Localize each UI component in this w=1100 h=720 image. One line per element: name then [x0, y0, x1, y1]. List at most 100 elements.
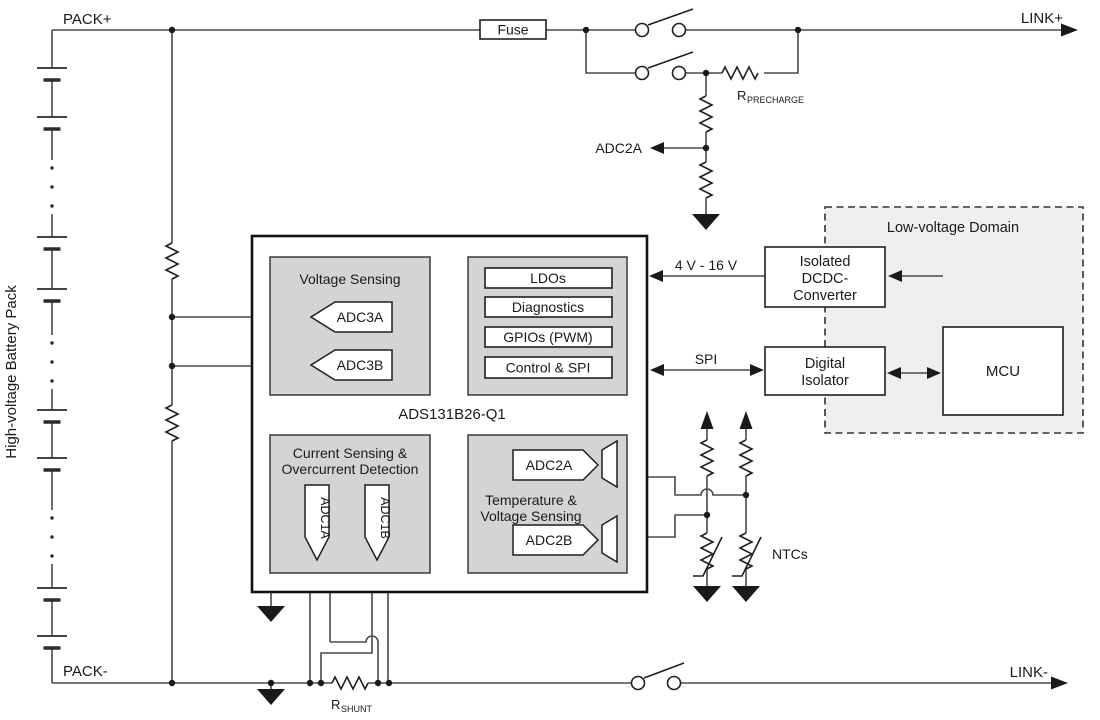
switch-contact [634, 22, 650, 38]
adc2b-shape [512, 524, 600, 556]
shunt-resistor [331, 675, 369, 691]
diagnostics-box [484, 296, 613, 318]
wire-shunt-sense1-hop [330, 635, 379, 683]
ntc-pullup-resistor-1 [699, 439, 715, 477]
precharge-resistor [721, 65, 759, 81]
wire-ntc-b [647, 514, 707, 538]
dcdc-converter-box [764, 246, 886, 308]
isolator-label-1: Digital [805, 356, 845, 372]
ntc-thermistor-1 [699, 532, 715, 570]
chip-name: ADS131B26-Q1 [398, 406, 506, 423]
adc3a-shape [309, 301, 393, 333]
gpios-box [484, 326, 613, 348]
fuse-label: Fuse [497, 22, 528, 38]
adc1a-shape [304, 484, 330, 562]
spi-bus-label: SPI [695, 351, 718, 367]
ground-icon [693, 586, 721, 602]
pack-minus-terminal: PACK- [63, 663, 108, 680]
precharge-resistor-sub: PRECHARGE [747, 95, 804, 105]
dcdc-label-2: DCDC- [802, 271, 849, 287]
gpios-label: GPIOs (PWM) [503, 329, 592, 345]
divider-resistor-bottom [164, 404, 180, 442]
spi-arrow-left-icon [650, 364, 664, 376]
dcdc-input-arrow-icon [888, 270, 902, 282]
current-sensing-title1: Current Sensing & [293, 445, 408, 461]
link-minus-arrow-icon [1051, 676, 1068, 690]
sense-divider-resistor-top [698, 95, 714, 133]
spi-arrow-right-icon [750, 364, 764, 376]
ldos-label: LDOs [530, 270, 566, 286]
diagnostics-label: Diagnostics [512, 299, 584, 315]
adc2a-tap-arrow-icon [650, 142, 664, 154]
negative-contactor-switch [630, 662, 685, 691]
adc1b-shape [364, 484, 390, 562]
shunt-resistor-label: R [331, 697, 340, 712]
power-rail-label: 4 V - 16 V [675, 257, 738, 273]
switch-contact [634, 65, 650, 81]
mux-shape [601, 514, 618, 564]
ntc-pullup-resistor-2 [738, 439, 754, 477]
iso-mcu-arrow-right-icon [927, 367, 941, 379]
ntc-thermistor-2 [738, 532, 754, 570]
arrowheads [649, 23, 1078, 690]
switch-blade [643, 662, 685, 679]
isolator-label-2: Isolator [801, 373, 849, 389]
divider-resistor-top [164, 242, 180, 280]
switch-contact [666, 675, 682, 691]
mcu-label: MCU [986, 363, 1020, 380]
mcu-box [942, 326, 1064, 416]
wire-shunt-sense2 [320, 592, 373, 683]
ntc-strike-2 [732, 536, 762, 577]
pack-plus-terminal: PACK+ [63, 11, 112, 28]
ground-icon [692, 214, 720, 230]
wires [51, 29, 1062, 689]
shunt-resistor-sub: SHUNT [341, 704, 373, 714]
dcdc-label-3: Converter [793, 288, 857, 304]
precharge-resistor-label: R [737, 88, 746, 103]
voltage-sensing-title: Voltage Sensing [299, 271, 400, 287]
ntc-strike-1 [693, 536, 723, 577]
switch-contact [671, 22, 687, 38]
ldos-box [484, 267, 613, 289]
ntc-up-arrow-icon [700, 411, 714, 429]
digital-isolator-box [764, 346, 886, 396]
battery-cell-short-plates [43, 78, 61, 650]
ground-icon [732, 586, 760, 602]
link-plus-arrow-icon [1061, 23, 1078, 37]
adc2a-shape [512, 449, 600, 481]
adc3b-shape [309, 349, 393, 381]
current-sensing-title2: Overcurrent Detection [282, 461, 419, 477]
adc1a-label: ADC1A [318, 497, 332, 539]
link-plus-terminal: LINK+ [1021, 10, 1063, 27]
wire-ntc-a [647, 476, 746, 496]
adc2b-label: ADC2B [526, 532, 573, 548]
adc3a-label: ADC3A [337, 309, 384, 325]
adc3b-label: ADC3B [337, 357, 384, 373]
temp-sensing-title2: Voltage Sensing [480, 508, 581, 524]
dcdc-label-1: Isolated [800, 254, 851, 270]
temp-sensing-title1: Temperature & [485, 492, 577, 508]
ground-icon [257, 606, 285, 622]
iso-mcu-arrow-left-icon [887, 367, 901, 379]
switch-blade [647, 51, 694, 69]
control-spi-box [484, 356, 613, 379]
battery-pack-label: High-voltage Battery Pack [3, 285, 20, 459]
switch-contact [630, 675, 646, 691]
battery-cell-long-plates [37, 67, 67, 637]
link-minus-terminal: LINK- [1010, 664, 1048, 681]
switch-blade [647, 8, 694, 26]
junction-dots [168, 26, 802, 687]
sense-divider-resistor-bottom [698, 161, 714, 199]
adc2a-tap-label: ADC2A [595, 140, 642, 156]
power-arrow-icon [649, 270, 663, 282]
switch-contact [671, 65, 687, 81]
fuse-box [479, 19, 547, 40]
control-spi-label: Control & SPI [506, 360, 591, 376]
adc1b-label: ADC1B [378, 497, 392, 539]
current-sensing-block [269, 434, 431, 574]
low-voltage-domain-title: Low-voltage Domain [887, 220, 1019, 236]
resistors [164, 65, 762, 691]
main-contactor-switch [634, 8, 694, 38]
precharge-switch [634, 51, 694, 81]
ntcs-label: NTCs [772, 546, 808, 562]
